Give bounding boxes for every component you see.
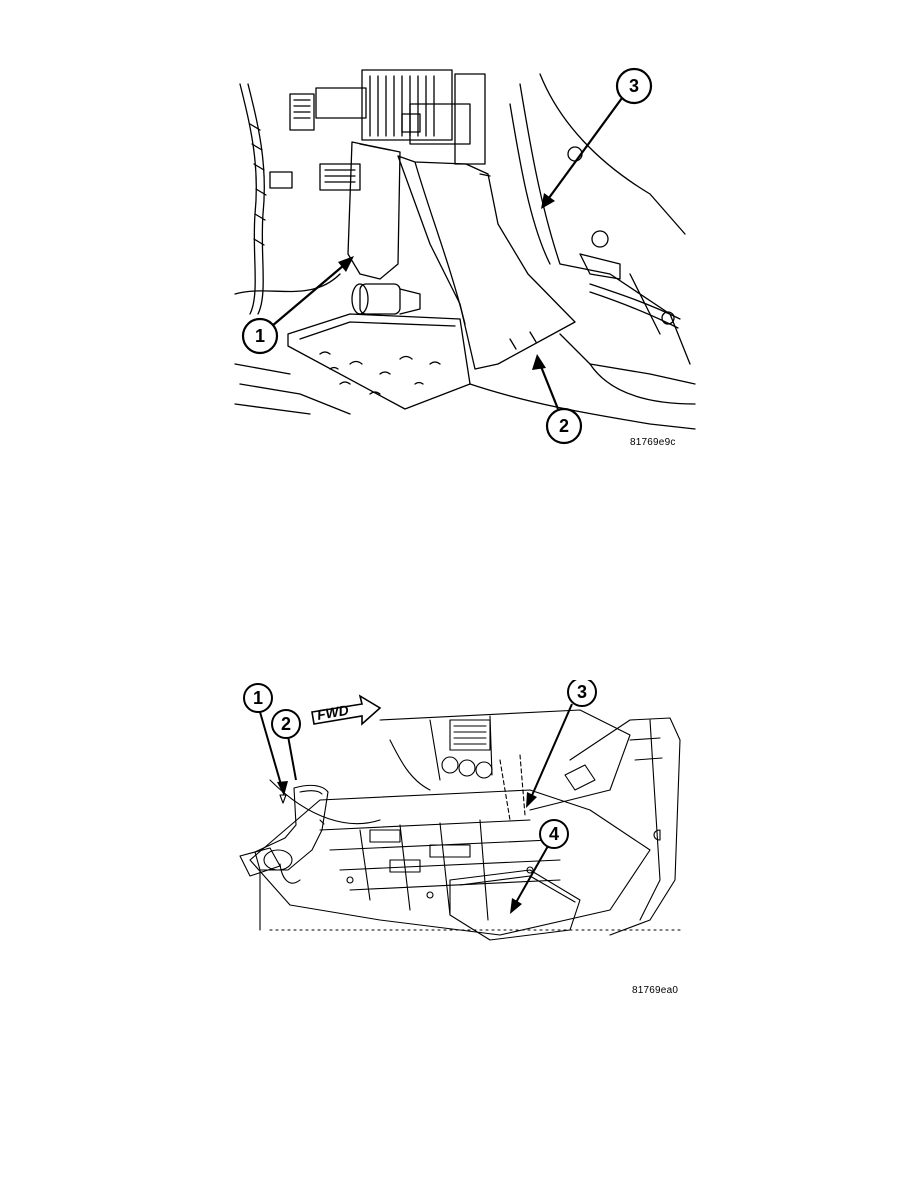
callout-2-label: 2 xyxy=(559,416,569,436)
callout-1: 1 xyxy=(243,683,288,796)
callout-1-label: 1 xyxy=(253,688,263,708)
callout-3-label: 3 xyxy=(577,682,587,702)
callout-4-label: 4 xyxy=(549,824,559,844)
callout-2-label: 2 xyxy=(281,714,291,734)
figure-2-code: 81769ea0 xyxy=(632,985,679,996)
callout-1-label: 1 xyxy=(255,326,265,346)
callout-1: 1 xyxy=(241,256,354,355)
fwd-label: FWD xyxy=(316,702,350,723)
callout-2: 2 xyxy=(532,354,583,445)
callout-4: 4 xyxy=(510,819,569,914)
figure-1-drawing: 1 2 3 xyxy=(234,67,696,445)
figure-1-code: 81769e9c xyxy=(630,437,676,448)
callout-3: 3 xyxy=(526,680,597,808)
callout-2: 2 xyxy=(271,709,301,781)
callout-3-label: 3 xyxy=(629,76,639,96)
figure-1-heater-duct-illustration: 1 2 3 xyxy=(230,64,700,454)
callout-3: 3 xyxy=(541,67,653,209)
figure-2-floor-duct-illustration: FWD 1 2 3 4 xyxy=(230,680,690,1000)
fwd-arrow: FWD xyxy=(311,694,382,726)
figure-2-drawing: FWD 1 2 3 4 xyxy=(239,680,681,941)
